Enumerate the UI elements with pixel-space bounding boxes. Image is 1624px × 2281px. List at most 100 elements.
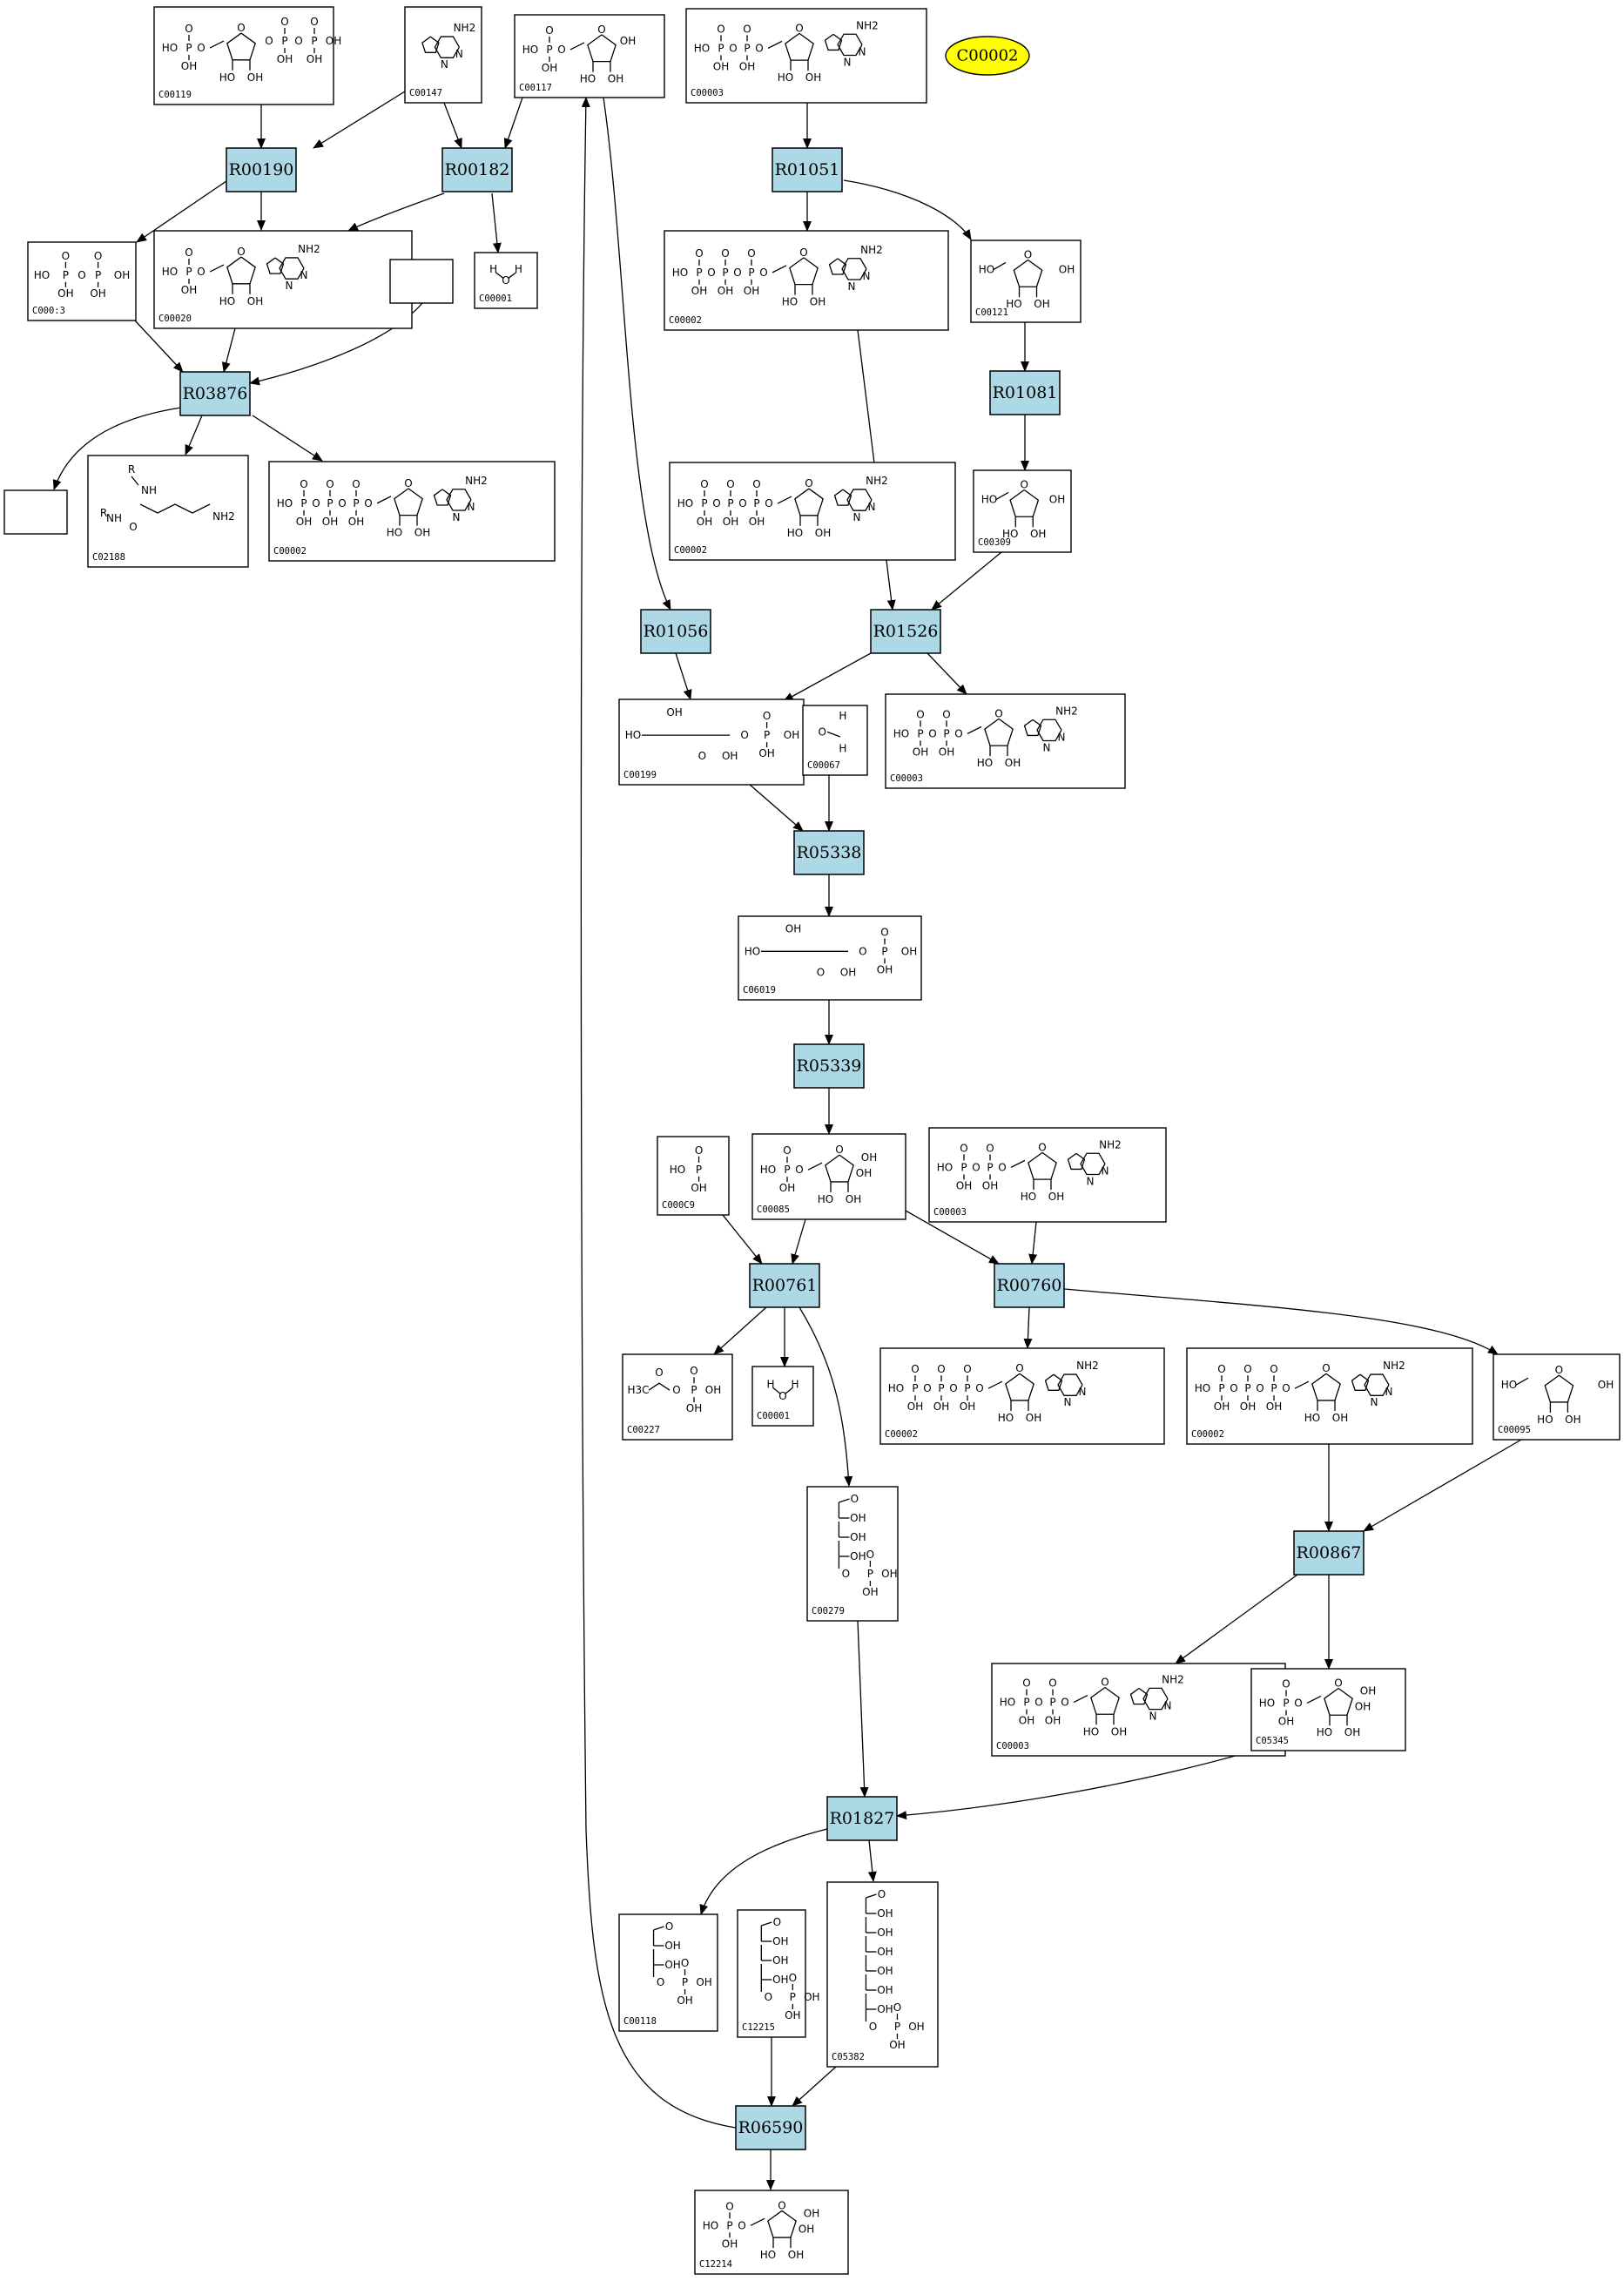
compound-node[interactable]	[389, 259, 454, 304]
atom-label: OH	[1360, 1684, 1376, 1697]
reaction-node[interactable]: R06590	[735, 2105, 806, 2150]
reaction-node[interactable]: R01526	[870, 609, 941, 654]
atom-label: O	[404, 477, 412, 489]
highlight-compound[interactable]: C00002	[945, 36, 1030, 76]
reaction-node[interactable]: R00760	[994, 1263, 1065, 1308]
atom-label: HO	[1304, 1412, 1320, 1424]
reaction-node[interactable]: R00761	[749, 1263, 820, 1308]
atom-label: OH	[705, 1384, 721, 1396]
structure-drawing: HOH	[818, 710, 846, 755]
atom-label: P	[753, 497, 759, 510]
atom-label: O	[998, 1161, 1006, 1173]
atom-label: P	[912, 1382, 918, 1394]
atom-label: OH	[723, 516, 738, 528]
reaction-node[interactable]: R05339	[793, 1043, 865, 1089]
atom-label: O	[738, 2219, 745, 2231]
atom-label: P	[1270, 1382, 1277, 1394]
atom-label: O	[986, 1142, 994, 1154]
atom-label: N	[286, 280, 293, 292]
atom-label: O	[738, 497, 746, 510]
reaction-node[interactable]: R00190	[226, 147, 297, 192]
atom-label: O	[1322, 1362, 1330, 1374]
atom-label: O	[1334, 1677, 1342, 1689]
atom-label: O	[712, 497, 720, 510]
atom-label: OH	[788, 2249, 804, 2261]
atom-label: OH	[1278, 1715, 1294, 1727]
reaction-node[interactable]: R05338	[793, 830, 865, 875]
atom-label: HO	[1021, 1191, 1036, 1203]
reaction-node[interactable]: R01081	[989, 370, 1061, 415]
atom-label: O	[740, 729, 748, 741]
atom-label: HO	[893, 727, 909, 739]
pathway-arrow	[603, 97, 671, 611]
reaction-node[interactable]: R01051	[772, 147, 843, 192]
atom-label: HO	[625, 729, 641, 741]
atom-label: O	[197, 266, 205, 278]
compound-id: C00147	[409, 88, 442, 98]
atom-label: NH2	[212, 510, 235, 523]
atom-label: O	[851, 1493, 859, 1505]
atom-label: P	[696, 1164, 702, 1176]
reaction-node[interactable]: R03876	[179, 371, 251, 416]
atom-label: HO	[998, 1412, 1014, 1424]
pathway-arrow	[580, 97, 737, 2129]
atom-label: OH	[805, 71, 821, 84]
atom-label: O	[835, 1144, 843, 1156]
atom-label: O	[773, 1916, 781, 1928]
atom-label: OH	[877, 1965, 893, 1977]
atom-label: O	[994, 707, 1002, 719]
atom-label: P	[790, 1991, 796, 2003]
reaction-node[interactable]: R00182	[441, 147, 513, 192]
atom-label: NH	[106, 512, 122, 524]
atom-label: O	[597, 24, 605, 36]
atom-label: OH	[1565, 1414, 1580, 1426]
compound-id: C06019	[743, 985, 776, 995]
reaction-node[interactable]: R00867	[1293, 1530, 1365, 1576]
atom-label: OH	[758, 747, 774, 759]
atom-label: P	[917, 727, 923, 739]
atom-label: O	[1048, 1677, 1056, 1690]
atom-label: OH	[1019, 1715, 1034, 1727]
atom-label: OH	[326, 35, 341, 47]
atom-label: O	[911, 1363, 919, 1375]
reaction-node[interactable]: R01056	[640, 609, 711, 654]
atom-label: O	[1294, 1697, 1302, 1709]
reaction-node[interactable]: R01827	[826, 1796, 898, 1841]
atom-label: O	[700, 478, 708, 490]
atom-label: HO	[1195, 1382, 1210, 1394]
compound-node[interactable]	[3, 489, 68, 535]
